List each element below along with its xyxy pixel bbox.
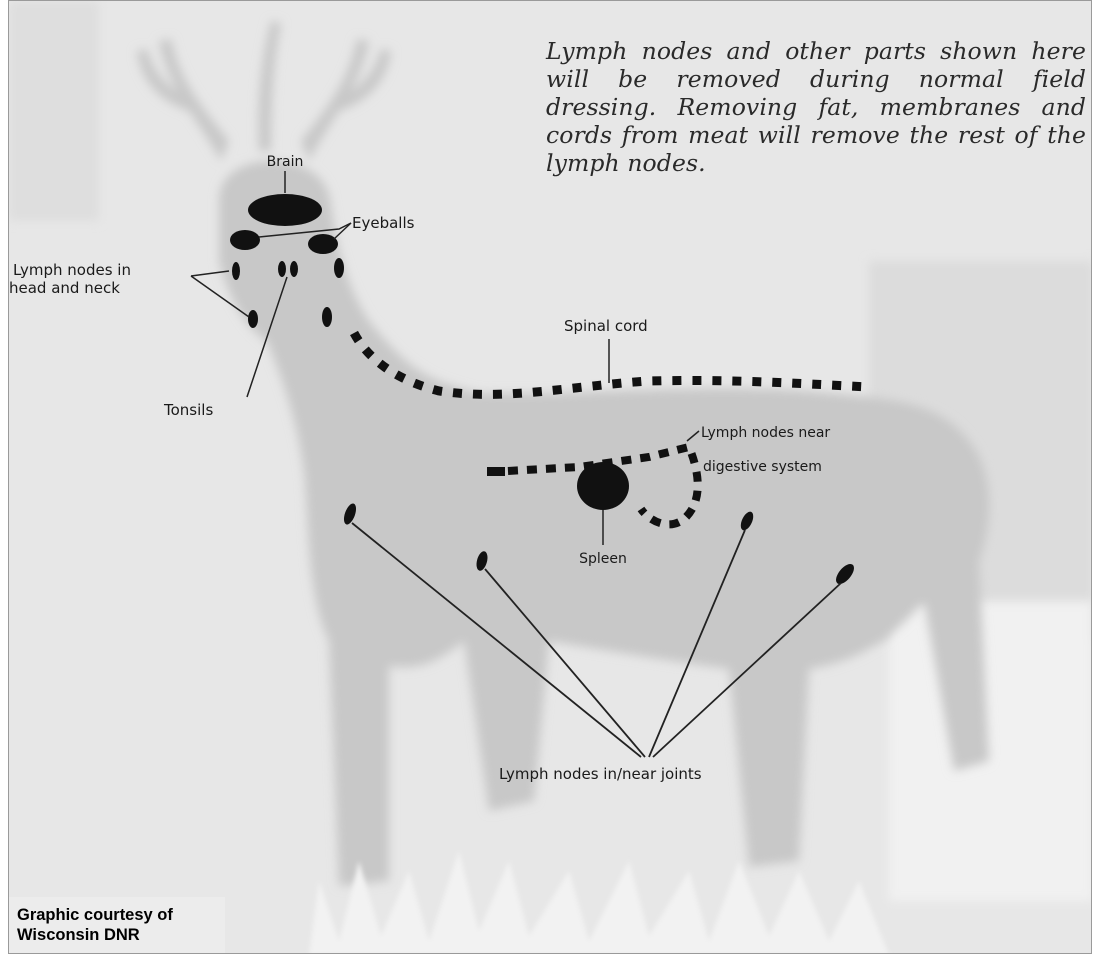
spleen-marker: [577, 462, 629, 510]
brain-marker: [248, 194, 322, 226]
background-tree-left: [9, 1, 99, 221]
head-node-3: [334, 258, 344, 278]
digestive-label-line2: digestive system: [703, 459, 822, 475]
joints-label: Lymph nodes in/near joints: [499, 765, 702, 783]
head-neck-label-line1: Lymph nodes in: [13, 261, 131, 279]
spleen-label: Spleen: [579, 551, 627, 567]
head-neck-label-line2: head and neck: [9, 279, 120, 297]
background-snow-right: [889, 601, 1092, 901]
field-dressing-caption: Lymph nodes and other parts shown here w…: [546, 37, 1086, 177]
digestive-node-end: [487, 467, 505, 476]
head-node-2: [248, 310, 258, 328]
credit-box: Graphic courtesy of Wisconsin DNR: [9, 897, 225, 954]
eyeballs-label: Eyeballs: [352, 214, 415, 232]
head-node-1: [232, 262, 240, 280]
tonsil-right-marker: [290, 261, 298, 277]
diagram-frame: Brain Eyeballs Lymph nodes in head and n…: [8, 0, 1092, 954]
spinal-cord-label: Spinal cord: [564, 317, 648, 335]
eyeball-right-marker: [308, 234, 338, 254]
tonsils-label: Tonsils: [163, 401, 213, 419]
credit-line1: Graphic courtesy of: [17, 905, 217, 925]
credit-line2: Wisconsin DNR: [17, 925, 217, 945]
eyeball-left-marker: [230, 230, 260, 250]
tonsil-left-marker: [278, 261, 286, 277]
brain-label: Brain: [267, 154, 304, 170]
digestive-label-line1: Lymph nodes near: [701, 425, 830, 441]
head-node-4: [322, 307, 332, 327]
